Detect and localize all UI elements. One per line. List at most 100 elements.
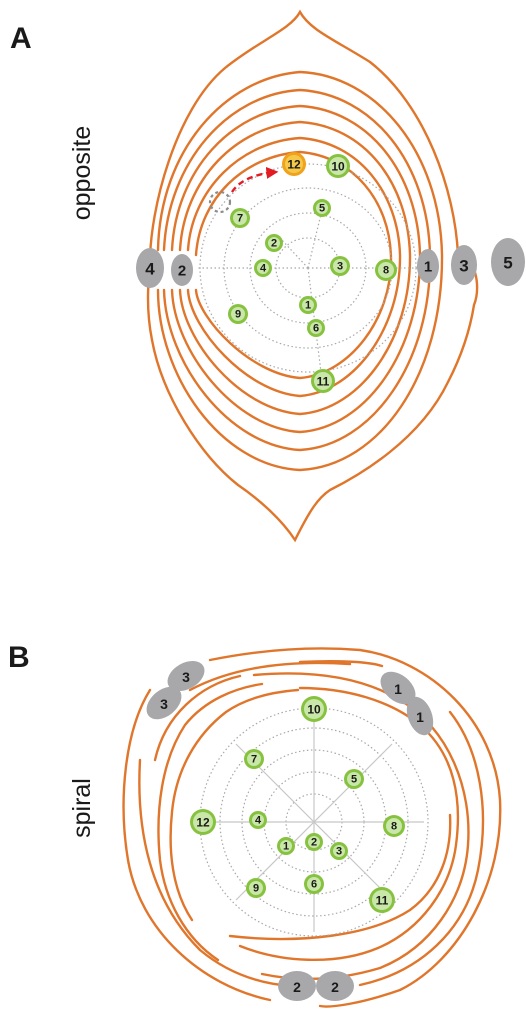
primordium-core (280, 840, 292, 852)
primordium-label: 3 (336, 846, 342, 858)
panel-a-label: opposite (68, 126, 96, 221)
primordium-label: 3 (337, 261, 343, 273)
primordium-label: 10 (307, 703, 321, 717)
primordium-label: 7 (251, 754, 257, 766)
primordium-core (333, 845, 345, 857)
leaf-shape (491, 238, 525, 286)
leaf-label: 3 (182, 669, 190, 685)
contour-ring (208, 647, 502, 1008)
primordium-core (247, 752, 261, 766)
leaf-shape (136, 248, 164, 288)
primordium: 4 (249, 811, 267, 829)
contour-ring (298, 660, 384, 668)
panel-a-inner-contours (156, 70, 444, 472)
primordium: 3 (330, 842, 348, 860)
primordium-label: 4 (255, 815, 262, 827)
primordium-core (231, 307, 245, 321)
panel-a-leaves: 4 2 1 3 5 (136, 238, 525, 288)
leaf: 1 (417, 249, 439, 283)
primordium: 12 (282, 152, 306, 176)
primordium-label: 1 (283, 841, 289, 853)
leaf-label: 2 (178, 263, 186, 280)
primordium: 5 (313, 199, 331, 217)
leaf-label: 1 (394, 681, 402, 697)
primordium: 12 (190, 809, 216, 835)
leaf: 3 (167, 660, 205, 692)
leaf: 1 (406, 696, 434, 736)
contour-ring (186, 136, 402, 398)
grid-spoke (235, 743, 393, 901)
primordium: 1 (299, 296, 317, 314)
primordium-label: 11 (317, 375, 330, 389)
primordium-label: 6 (311, 879, 317, 891)
primordium-label: 2 (311, 837, 317, 849)
contour-ring (156, 70, 444, 472)
contour-ring (358, 710, 485, 987)
leaf-shape (380, 671, 416, 705)
primordium-core (347, 772, 361, 786)
primordium-label: 9 (253, 883, 259, 895)
primordium: 9 (246, 878, 266, 898)
panel-a-outer-contour (146, 9, 479, 543)
leaf-shape (417, 249, 439, 283)
primordium-core (307, 877, 321, 891)
primordium: 11 (369, 887, 395, 913)
leaf-shape (406, 696, 434, 736)
primordium-core (252, 814, 264, 826)
primordium-core (386, 818, 402, 834)
primordium-core (302, 299, 314, 311)
panel-b-contours (122, 647, 502, 1008)
leaf-shape (171, 254, 193, 286)
primordium-label: 8 (383, 265, 389, 277)
primordium: 6 (304, 874, 324, 894)
panel-b-letter: B (8, 641, 30, 674)
grid-ring (249, 212, 367, 324)
leaf-label: 3 (160, 696, 168, 712)
leaf: 4 (136, 248, 164, 288)
primordium-label: 11 (376, 894, 389, 908)
primordium: 8 (375, 259, 397, 281)
leaf-label: 3 (459, 257, 468, 276)
leaf-shape (278, 971, 316, 1001)
primordium-core (257, 262, 269, 274)
primordium-core (249, 881, 263, 895)
primordium-label: 5 (319, 203, 325, 215)
leaf: 5 (491, 238, 525, 286)
contour-ring (238, 686, 460, 962)
primordium-label: 9 (235, 309, 241, 321)
primordium-label: 6 (313, 323, 319, 335)
primordium-core (308, 836, 320, 848)
leaf-shape (316, 971, 354, 1001)
primordium: 5 (344, 769, 364, 789)
contour-ring (122, 688, 272, 1002)
primordium: 11 (311, 369, 335, 393)
primordium-label: 8 (391, 821, 397, 833)
primordium-core (233, 211, 247, 225)
primordium-label: 12 (287, 158, 301, 172)
contour-ring (188, 661, 352, 692)
primordium-core (378, 262, 394, 278)
panel-b: B spiral 10 7 (8, 641, 502, 1008)
primordium: 7 (230, 208, 250, 228)
primordium-label: 7 (237, 213, 243, 225)
leaf-label: 1 (424, 259, 432, 276)
panel-b-label: spiral (68, 778, 96, 838)
primordium-core (333, 259, 347, 273)
primordium: 10 (326, 154, 350, 178)
leaf-shape (167, 660, 205, 692)
primordium: 2 (265, 234, 283, 252)
primordium-label: 2 (271, 238, 277, 250)
primordium-label: 10 (331, 160, 345, 174)
primordium: 6 (307, 319, 325, 337)
leaf-label: 4 (145, 260, 155, 279)
leaf-label: 5 (503, 254, 512, 273)
primordium: 4 (254, 259, 272, 277)
primordium: 7 (244, 749, 264, 769)
contour-ring (178, 120, 412, 416)
grid-spoke (279, 237, 309, 269)
contour-ring (153, 674, 242, 762)
contour-ring (228, 813, 452, 941)
